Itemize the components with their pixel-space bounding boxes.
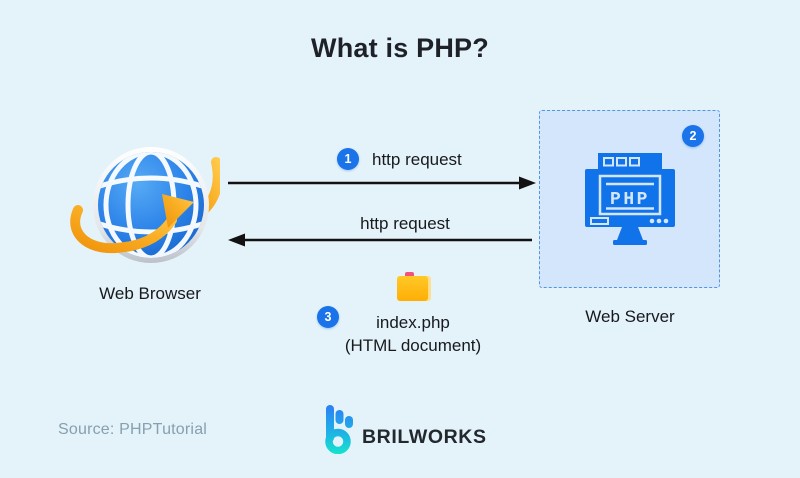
web-browser-label: Web Browser: [99, 284, 201, 303]
step-2-badge: 2: [682, 125, 704, 147]
brilworks-logo-icon: [325, 405, 353, 454]
page-title: What is PHP?: [311, 33, 489, 63]
http-request-label: http request: [372, 150, 462, 169]
step-3-badge: 3: [317, 306, 339, 328]
result-filename: index.php: [376, 313, 450, 332]
source-attribution: Source: PHPTutorial: [58, 421, 208, 438]
globe-icon: [70, 147, 220, 263]
php-monitor-icon: PHP: [585, 153, 675, 245]
result-filetype: (HTML document): [344, 336, 482, 355]
monitor-screen-text: PHP: [610, 190, 650, 210]
step-1-badge: 1: [337, 148, 359, 170]
request-arrow: [228, 176, 536, 190]
web-server-label: Web Server: [585, 307, 675, 326]
folder-icon: [397, 272, 431, 301]
brilworks-brand-text: BRILWORKS: [362, 426, 487, 448]
response-arrow: [228, 233, 532, 247]
http-response-label: http request: [360, 214, 450, 233]
